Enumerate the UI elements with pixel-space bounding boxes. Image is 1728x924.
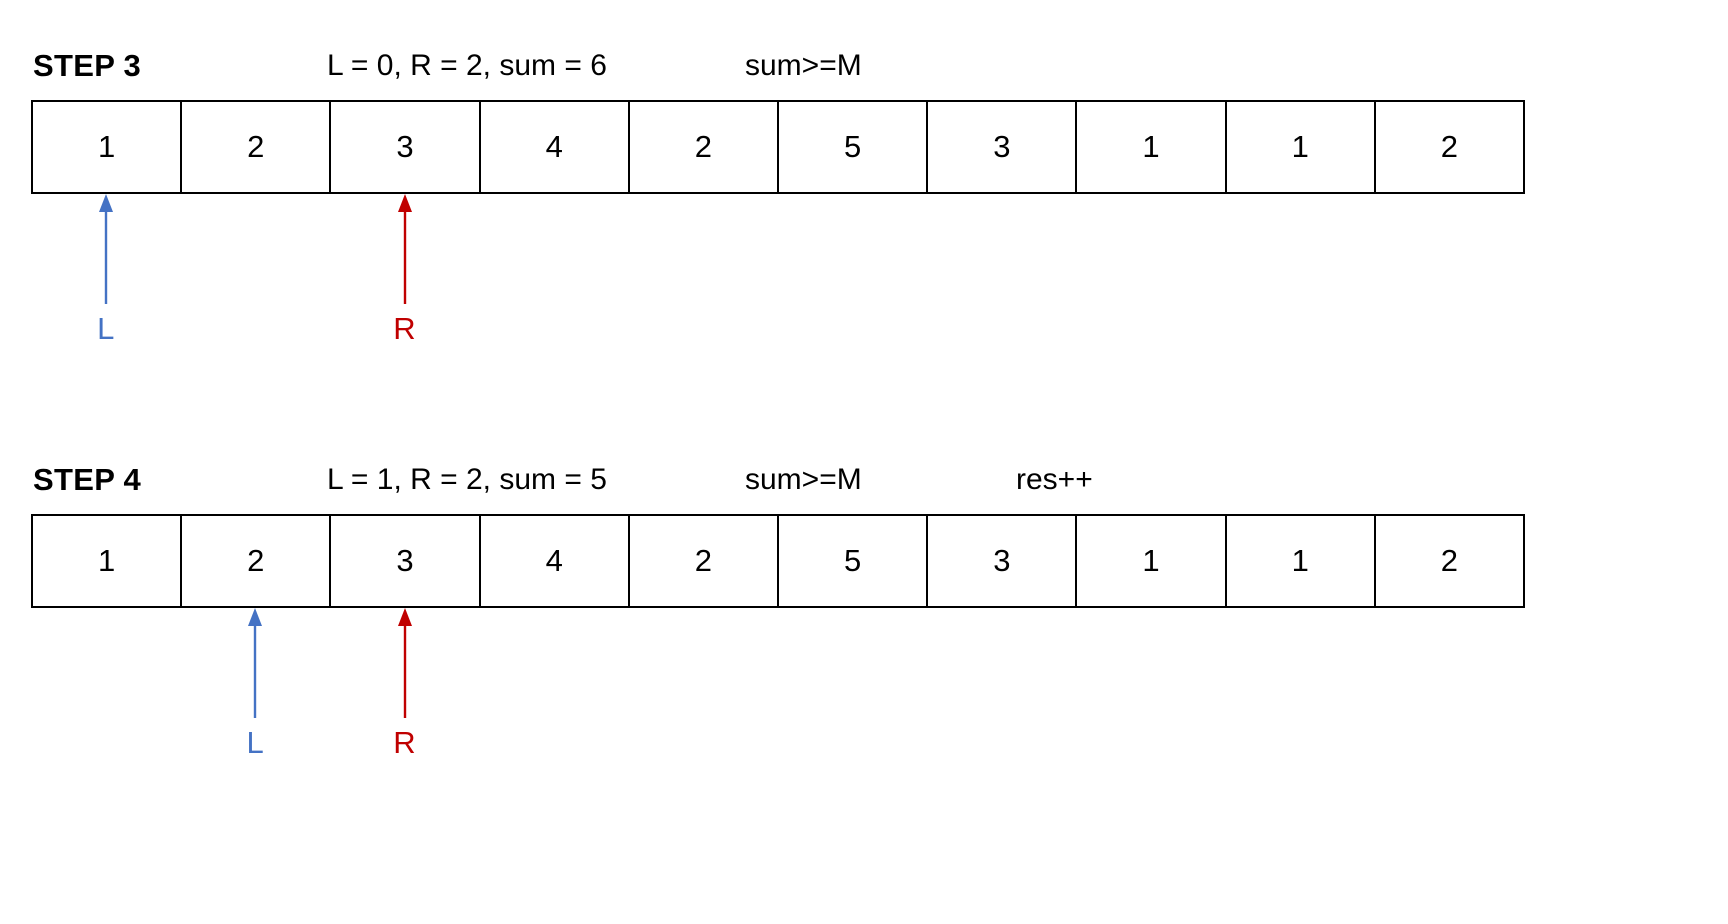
right-arrow-icon [397, 608, 412, 718]
array-cell: 5 [779, 516, 929, 606]
array-cell: 4 [480, 102, 630, 192]
left-pointer: L [76, 194, 136, 364]
left-arrow-icon [98, 194, 113, 304]
array-cell: 1 [1226, 102, 1376, 192]
array-cell: 2 [629, 516, 780, 606]
left-pointer-label: L [97, 311, 115, 346]
left-pointer: L [225, 608, 285, 778]
array-cell: 1 [33, 516, 183, 606]
array-cell: 3 [331, 102, 481, 192]
array-cell: 2 [1375, 516, 1524, 606]
left-pointer-label: L [246, 725, 264, 760]
step-title: STEP 4 [33, 462, 142, 497]
left-arrow-icon [248, 608, 263, 718]
array-cell: 4 [480, 516, 630, 606]
right-pointer: R [375, 194, 435, 364]
step-state-condition: sum>=M [745, 463, 862, 496]
array-cell: 1 [1077, 516, 1227, 606]
array-cell: 5 [779, 102, 929, 192]
array-cell: 1 [1226, 516, 1376, 606]
array-cell: 3 [928, 516, 1078, 606]
step-state-variables: L = 1, R = 2, sum = 5 [327, 463, 607, 496]
array-cell: 2 [629, 102, 780, 192]
array-cell: 1 [1077, 102, 1227, 192]
array-cell: 1 [33, 102, 183, 192]
step-block-4: STEP 4 L = 1, R = 2, sum = 5 sum>=M res+… [0, 458, 1728, 778]
step-title: STEP 3 [33, 48, 142, 83]
array-cell: 2 [182, 102, 332, 192]
right-pointer-label: R [393, 311, 416, 346]
step-state-condition: sum>=M [745, 49, 862, 82]
step-state-variables: L = 0, R = 2, sum = 6 [327, 49, 607, 82]
step-header: STEP 4 L = 1, R = 2, sum = 5 sum>=M res+… [0, 458, 1728, 514]
array-cell: 2 [1375, 102, 1524, 192]
right-arrow-icon [397, 194, 412, 304]
step-header: STEP 3 L = 0, R = 2, sum = 6 sum>=M [0, 44, 1728, 100]
step-state-extra: res++ [1016, 463, 1093, 496]
array-cell: 3 [331, 516, 481, 606]
array-cell: 2 [182, 516, 332, 606]
array-cell: 3 [928, 102, 1078, 192]
right-pointer: R [375, 608, 435, 778]
right-pointer-label: R [393, 725, 416, 760]
